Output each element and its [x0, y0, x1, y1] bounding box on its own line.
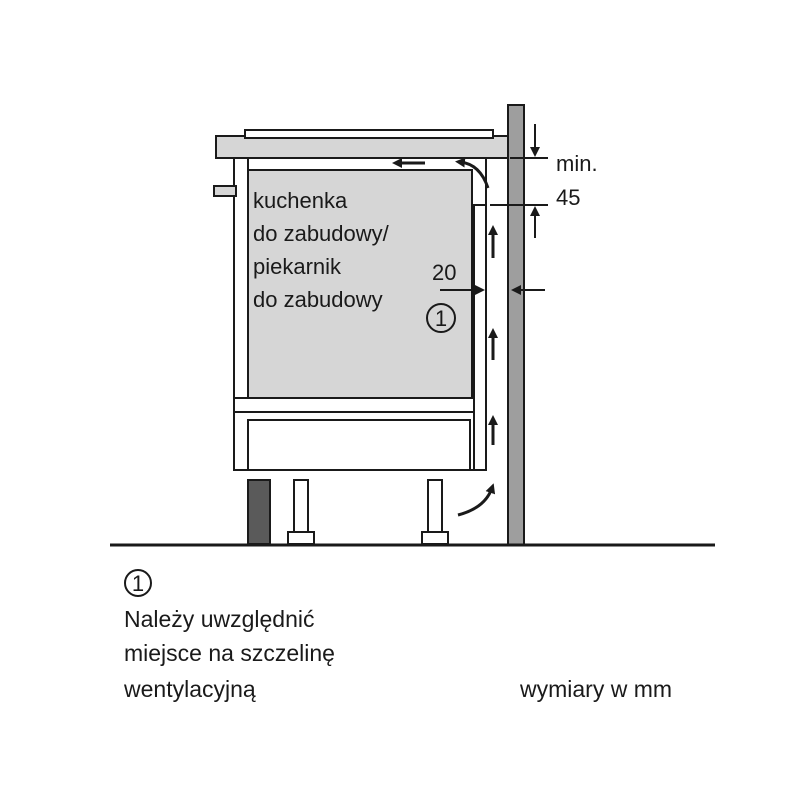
appliance-label-line: do zabudowy/	[253, 221, 390, 246]
appliance-label-line: do zabudowy	[253, 287, 383, 312]
cabinet-back-panel	[473, 204, 487, 471]
back-gap-dimension-value: 20	[432, 260, 456, 285]
appliance-label-line: kuchenka	[253, 188, 348, 213]
svg-text:1: 1	[132, 571, 144, 596]
hob	[244, 129, 494, 139]
wall	[507, 104, 525, 546]
legend-note-line: wentylacyjną	[123, 676, 256, 702]
legend-note-line: Należy uwzględnić	[124, 606, 314, 632]
shelf	[233, 397, 475, 413]
legend-marker: 1	[124, 569, 152, 597]
units-note: wymiary w mm	[519, 676, 672, 702]
drawer-front	[247, 419, 471, 471]
gap-dimension-value: 45	[556, 185, 580, 210]
callout-marker: 1	[426, 303, 456, 333]
oven-handle	[213, 185, 237, 197]
appliance-label-line: piekarnik	[253, 254, 342, 279]
gap-dimension-prefix: min.	[556, 151, 598, 176]
cabinet-leg	[421, 479, 449, 545]
gap-dimension	[490, 124, 548, 238]
svg-text:1: 1	[435, 306, 447, 331]
airflow-arrow	[455, 157, 490, 189]
airflow-arrow	[457, 483, 496, 517]
legend-note-line: miejsce na szczelinę	[124, 640, 335, 666]
airflow-arrows	[392, 157, 498, 517]
plinth	[247, 479, 271, 545]
cabinet-leg	[287, 479, 315, 545]
oven-body	[247, 169, 473, 399]
countertop	[215, 135, 509, 159]
